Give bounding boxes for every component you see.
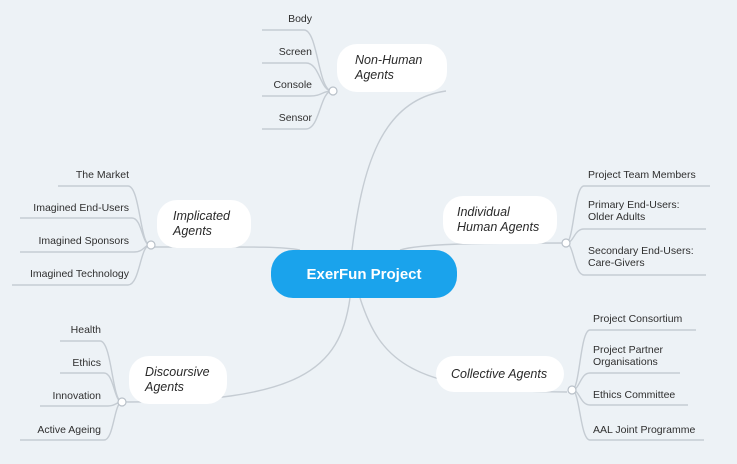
leaf-project-consortium[interactable]: Project Consortium bbox=[593, 313, 682, 325]
junction-discursive bbox=[117, 397, 127, 407]
leaf-innovation[interactable]: Innovation bbox=[52, 390, 101, 402]
leaf-project-partner-organisations[interactable]: Project Partner Organisations bbox=[593, 344, 663, 368]
leaf-screen[interactable]: Screen bbox=[278, 46, 312, 58]
leaf-ethics[interactable]: Ethics bbox=[72, 357, 101, 369]
leaf-aal-joint-programme[interactable]: AAL Joint Programme bbox=[593, 424, 695, 436]
branch-implicated-agents[interactable]: Implicated Agents bbox=[157, 200, 251, 248]
link-individual bbox=[399, 242, 567, 251]
leaf-text: Older Adults bbox=[588, 211, 646, 223]
leaf-text: Primary End-Users: bbox=[588, 199, 680, 211]
leaf-ethics-committee[interactable]: Ethics Committee bbox=[593, 389, 675, 401]
branch-label-line: Non-Human bbox=[355, 53, 423, 67]
branch-label-line: Collective Agents bbox=[451, 366, 548, 381]
leaf-secondary-end-users[interactable]: Secondary End-Users: Care-Givers bbox=[588, 245, 694, 269]
junction-collective bbox=[567, 385, 577, 395]
leaf-imagined-technology[interactable]: Imagined Technology bbox=[29, 268, 129, 280]
central-label: ExerFun Project bbox=[306, 265, 422, 283]
junction-implicated bbox=[146, 240, 156, 250]
branch-label-line: Human Agents bbox=[457, 220, 540, 234]
leaf-body[interactable]: Body bbox=[288, 13, 312, 25]
branch-label-line: Implicated bbox=[173, 209, 230, 223]
leaf-text: Ethics Committee bbox=[593, 389, 676, 401]
branch-label-line: Agents bbox=[173, 224, 212, 238]
branch-label-line: Agents bbox=[355, 68, 394, 82]
leaf-console[interactable]: Console bbox=[273, 79, 312, 91]
junction-non-human bbox=[328, 86, 338, 96]
leaf-health[interactable]: Health bbox=[70, 324, 101, 336]
leaf-text: Secondary End-Users: bbox=[588, 245, 694, 257]
leaf-the-market[interactable]: The Market bbox=[75, 169, 129, 181]
branch-label-line: Individual bbox=[457, 205, 510, 219]
link-non-human bbox=[351, 90, 447, 251]
branch-label-line: Discoursive bbox=[145, 365, 210, 379]
leaf-text: AAL Joint Programme bbox=[593, 424, 696, 436]
leaf-text: Project Partner bbox=[593, 344, 664, 356]
leaf-text: Project Team Members bbox=[588, 169, 696, 181]
branch-collective-agents[interactable]: Collective Agents bbox=[436, 356, 564, 392]
leaf-text: Organisations bbox=[593, 356, 658, 368]
branch-non-human-agents[interactable]: Non-Human Agents bbox=[337, 44, 447, 92]
leaf-project-team-members[interactable]: Project Team Members bbox=[588, 169, 696, 181]
branch-label-line: Agents bbox=[145, 380, 184, 394]
branch-individual-human-agents[interactable]: Individual Human Agents bbox=[443, 196, 557, 244]
leaf-text: Project Consortium bbox=[593, 313, 683, 325]
junction-individual bbox=[561, 238, 571, 248]
branch-discoursive-agents[interactable]: Discoursive Agents bbox=[129, 356, 227, 404]
central-node[interactable]: ExerFun Project bbox=[271, 250, 457, 298]
leaf-imagined-sponsors[interactable]: Imagined Sponsors bbox=[38, 235, 129, 247]
leaf-text: Care-Givers bbox=[588, 257, 645, 269]
leaf-primary-end-users[interactable]: Primary End-Users: Older Adults bbox=[588, 199, 680, 223]
leaf-imagined-end-users[interactable]: Imagined End-Users bbox=[33, 202, 129, 214]
leaf-sensor[interactable]: Sensor bbox=[278, 112, 312, 124]
leaf-active-ageing[interactable]: Active Ageing bbox=[37, 424, 101, 436]
